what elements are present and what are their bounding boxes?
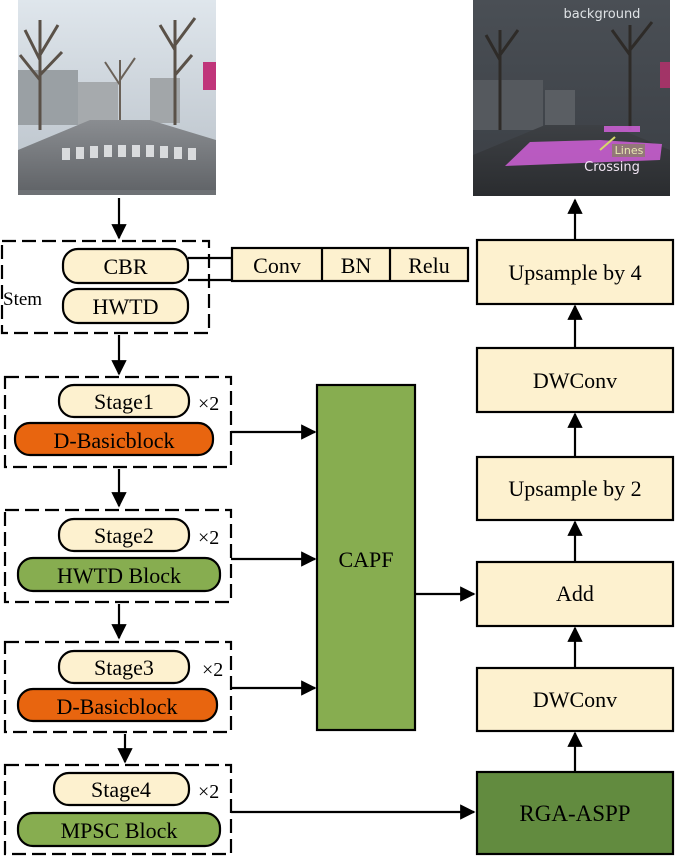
stage3-block-box <box>16 687 219 723</box>
stage4-repeat: ×2 <box>198 781 219 803</box>
upsample4-group: Upsample by 4 <box>475 238 675 306</box>
cbr-label: CBR <box>103 254 147 279</box>
rga-aspp-box <box>475 770 675 856</box>
capf-box <box>315 383 417 732</box>
output-image: background Lines Crossing <box>473 0 670 196</box>
stage3-repeat: ×2 <box>202 659 223 681</box>
upsample2-label: Upsample by 2 <box>508 476 641 501</box>
dwconv-high-group: DWConv <box>475 346 675 414</box>
add-group: Add <box>475 560 675 628</box>
stage2-block-box <box>16 556 222 593</box>
dwconv-high-label: DWConv <box>533 368 617 393</box>
stage2-box <box>57 517 191 553</box>
add-label: Add <box>556 581 594 606</box>
cbr-detail: Conv BN Relu <box>188 246 470 283</box>
stage4-group: Stage4 ×2 MPSC Block <box>3 763 233 856</box>
capf-group: CAPF <box>315 383 417 732</box>
stage3-group: Stage3 ×2 D-Basicblock <box>3 640 233 734</box>
stage4-block-box <box>16 811 222 848</box>
stem-dashed-border <box>0 239 211 335</box>
upsample2-box <box>475 455 675 522</box>
stage2-group: Stage2 ×2 HWTD Block <box>3 508 233 604</box>
segmentation-label-crossing: Crossing <box>584 160 640 175</box>
segmentation-result-photo-icon <box>473 0 670 196</box>
segmentation-label-lines: Lines <box>615 144 644 157</box>
stage3-block-label: D-Basicblock <box>57 694 178 719</box>
stage1-label: Stage1 <box>94 389 154 414</box>
rga-aspp-group: RGA-ASPP <box>475 770 675 856</box>
stage2-dashed-border <box>3 508 233 604</box>
input-image <box>18 0 216 195</box>
stage4-label: Stage4 <box>91 777 151 802</box>
stem-group: Stem CBR HWTD <box>0 239 211 335</box>
stage3-box <box>57 649 191 685</box>
capf-label: CAPF <box>338 547 393 572</box>
segmentation-label-background: background <box>564 7 641 22</box>
stage1-box <box>57 383 191 419</box>
hwtd-label: HWTD <box>93 294 159 319</box>
stage4-block-label: MPSC Block <box>61 818 178 843</box>
cbr-box <box>61 247 190 285</box>
dwconv-low-box <box>475 666 675 733</box>
stage4-dashed-border <box>3 763 233 856</box>
dwconv-low-label: DWConv <box>533 687 617 712</box>
hwtd-box <box>61 287 190 325</box>
upsample2-group: Upsample by 2 <box>475 455 675 522</box>
add-box <box>475 560 675 628</box>
stage1-dashed-border <box>3 375 233 469</box>
stage1-group: Stage1 ×2 D-Basicblock <box>3 375 233 469</box>
stage2-repeat: ×2 <box>198 527 219 549</box>
cbr-detail-bn: BN <box>341 253 372 278</box>
stage1-repeat: ×2 <box>198 393 219 415</box>
stage1-block-box <box>13 421 215 457</box>
cbr-detail-relu: Relu <box>408 253 450 278</box>
stem-label: Stem <box>3 289 42 310</box>
upsample4-label: Upsample by 4 <box>508 260 641 285</box>
dwconv-low-group: DWConv <box>475 666 675 733</box>
cbr-detail-conv: Conv <box>253 253 301 278</box>
stage1-block-label: D-Basicblock <box>54 428 175 453</box>
street-scene-photo-icon <box>18 0 216 195</box>
stage2-block-label: HWTD Block <box>57 563 181 588</box>
dwconv-high-box <box>475 346 675 414</box>
cbr-detail-box <box>230 246 470 283</box>
rga-aspp-label: RGA-ASPP <box>519 801 630 826</box>
stage3-label: Stage3 <box>94 655 154 680</box>
stage2-label: Stage2 <box>94 523 154 548</box>
stage4-box <box>52 771 191 807</box>
